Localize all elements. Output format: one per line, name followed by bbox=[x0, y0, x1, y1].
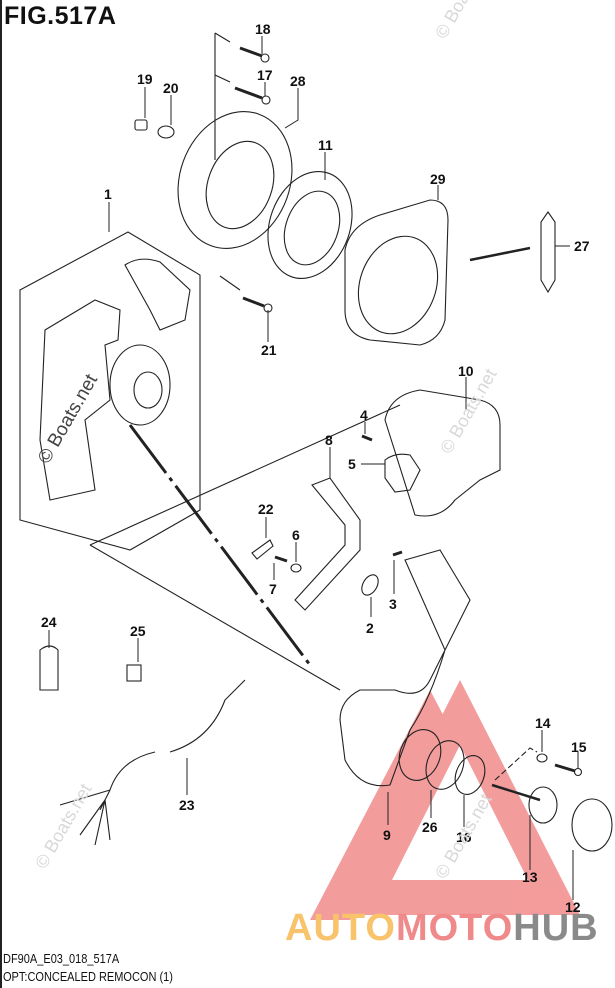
part-5-knob bbox=[384, 453, 421, 493]
callout-labels: 1 2 3 4 5 6 7 8 9 10 11 12 13 14 15 16 1… bbox=[41, 21, 590, 915]
brand-triangle-watermark bbox=[310, 680, 580, 920]
callout-2: 2 bbox=[366, 620, 374, 636]
part-9-lever bbox=[339, 549, 471, 787]
figure-code: DF90A_E03_018_517A bbox=[3, 952, 120, 966]
part-12-cap bbox=[571, 798, 613, 852]
part-25-clip bbox=[126, 664, 142, 682]
part-13-shaft bbox=[491, 783, 541, 802]
part-20-washer bbox=[157, 125, 175, 139]
part-1-body bbox=[39, 299, 121, 501]
callout-27: 27 bbox=[574, 238, 590, 254]
part-23-harness bbox=[169, 679, 246, 753]
part-27-clip bbox=[540, 211, 556, 294]
part-6-washer bbox=[290, 563, 302, 573]
callout-6: 6 bbox=[292, 527, 300, 543]
figure-description: OPT:CONCEALED REMOCON (1) bbox=[3, 970, 173, 984]
part-15-screw bbox=[554, 763, 576, 773]
callout-19: 19 bbox=[137, 71, 153, 87]
callout-29: 29 bbox=[430, 171, 446, 187]
boats-watermark-mid: © Boats.net bbox=[436, 365, 500, 457]
boats-watermark-top: © Boats.net bbox=[431, 0, 495, 42]
callout-3: 3 bbox=[389, 596, 397, 612]
callout-24: 24 bbox=[41, 614, 57, 630]
part-11-ring bbox=[267, 170, 353, 280]
callout-22: 22 bbox=[258, 501, 274, 517]
part-1-group-box bbox=[19, 231, 201, 551]
callout-23: 23 bbox=[179, 797, 195, 813]
brand-hub: HUB bbox=[513, 907, 599, 949]
callout-26: 26 bbox=[422, 819, 438, 835]
lower-group-box-top bbox=[89, 404, 401, 546]
automotohub-watermark: AUTOMOTOHUB bbox=[285, 907, 599, 950]
callout-7: 7 bbox=[269, 581, 277, 597]
callout-25: 25 bbox=[130, 623, 146, 639]
part-3-bolt bbox=[392, 550, 403, 557]
part-16-plate bbox=[454, 755, 486, 795]
part-24-holder bbox=[39, 645, 59, 691]
part-18-screw bbox=[239, 46, 263, 58]
part-7-bolt bbox=[274, 555, 288, 563]
callout-16: 16 bbox=[456, 829, 472, 845]
part-29-grommet bbox=[344, 199, 449, 346]
part-19-nut bbox=[134, 119, 148, 131]
callout-13: 13 bbox=[522, 869, 538, 885]
callout-5: 5 bbox=[348, 456, 356, 472]
brand-moto: MOTO bbox=[395, 907, 514, 949]
callout-9: 9 bbox=[383, 827, 391, 843]
part-13-disc bbox=[528, 786, 558, 824]
callout-15: 15 bbox=[571, 739, 587, 755]
callout-10: 10 bbox=[458, 363, 474, 379]
part-14-washer bbox=[536, 753, 548, 763]
callout-11: 11 bbox=[318, 137, 333, 153]
brand-auto: AUTO bbox=[285, 907, 396, 949]
callout-21: 21 bbox=[261, 342, 277, 358]
part-10-cover bbox=[384, 389, 501, 517]
callout-18: 18 bbox=[255, 21, 271, 37]
part-4-bolt bbox=[361, 434, 373, 442]
part-1-hub bbox=[109, 344, 171, 426]
callout-8: 8 bbox=[325, 432, 333, 448]
callout-leaders bbox=[48, 36, 579, 900]
callout-17: 17 bbox=[257, 67, 273, 83]
diagram-linework bbox=[19, 32, 613, 852]
part-22-clip bbox=[251, 539, 274, 560]
figure-title: FIG.517A bbox=[4, 2, 117, 30]
callout-4: 4 bbox=[360, 407, 368, 423]
part-17-screw bbox=[234, 86, 263, 100]
callout-1: 1 bbox=[104, 186, 112, 202]
part-2-spring bbox=[361, 574, 379, 596]
part-8-arm bbox=[294, 477, 361, 611]
callout-14: 14 bbox=[535, 715, 551, 731]
boats-watermark-large: © Boats.net bbox=[34, 370, 102, 467]
callout-20: 20 bbox=[163, 80, 179, 96]
part-28-ring bbox=[177, 111, 293, 249]
part-26-ring bbox=[425, 740, 465, 790]
part-21-screw bbox=[242, 296, 265, 308]
left-border-rule bbox=[0, 0, 2, 988]
part-1-leader-thick bbox=[128, 424, 312, 666]
part-1-lever bbox=[124, 258, 191, 331]
callout-12: 12 bbox=[565, 899, 581, 915]
callout-28: 28 bbox=[290, 73, 306, 89]
